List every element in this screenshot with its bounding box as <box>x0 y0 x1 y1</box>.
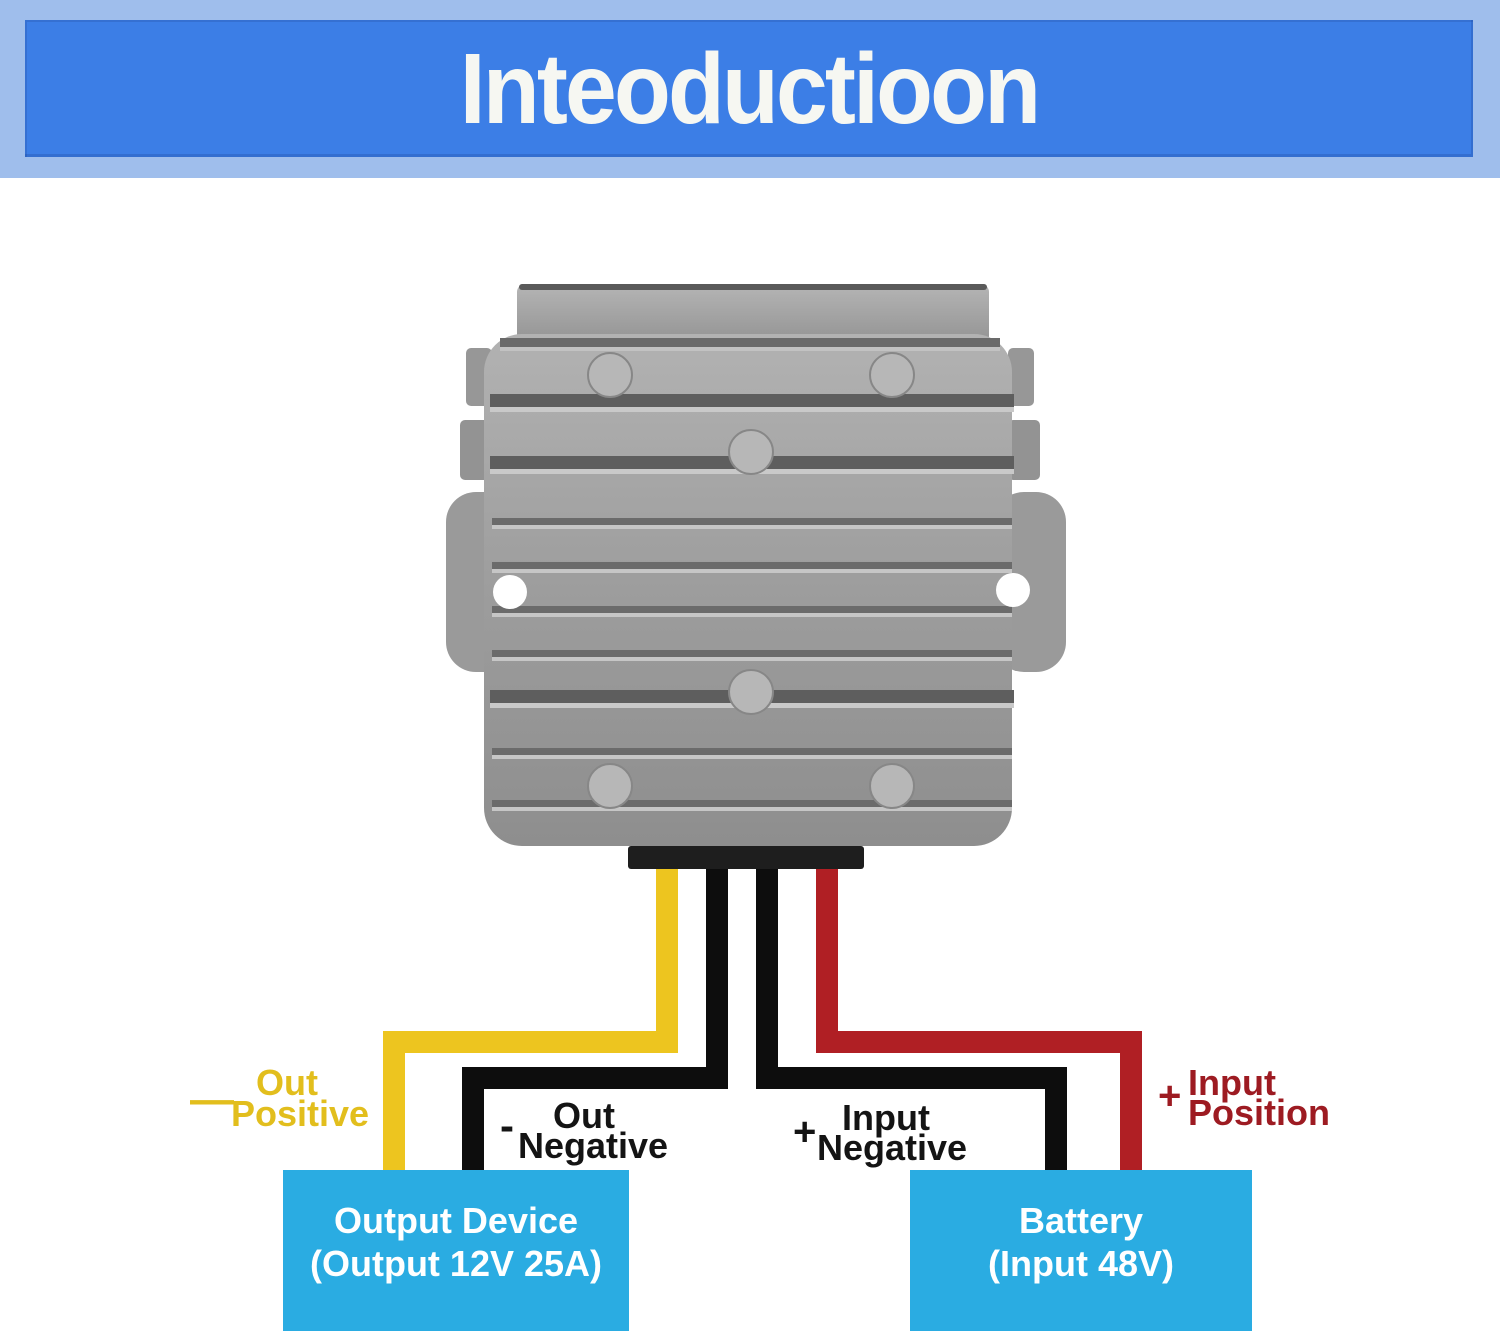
minus-sign-icon: — <box>190 1075 234 1124</box>
label-input-negative: + Input Negative <box>793 1097 968 1168</box>
wire-input-position <box>816 858 1142 1175</box>
converter-device <box>446 284 1066 846</box>
page-title: Inteoductioon <box>459 32 1041 145</box>
left-mounting-hole <box>493 575 527 609</box>
header-band: Inteoductioon <box>0 0 1500 178</box>
label-input-position: + Input Position <box>1158 1062 1330 1133</box>
rivet <box>587 763 633 809</box>
right-mounting-hole <box>996 573 1030 607</box>
wire-connector-block <box>628 846 864 869</box>
plus-sign-icon: + <box>793 1110 817 1154</box>
header-panel: Inteoductioon <box>25 20 1473 157</box>
top-fin-block <box>517 284 989 344</box>
rivet <box>869 352 915 398</box>
wire-input-negative <box>756 858 1067 1175</box>
battery-box: Battery (Input 48V) <box>910 1170 1252 1331</box>
rivet <box>587 352 633 398</box>
minus-sign-icon: - <box>500 1102 514 1149</box>
output-device-box: Output Device (Output 12V 25A) <box>283 1170 629 1331</box>
rivet <box>869 763 915 809</box>
wire-out-negative <box>462 858 728 1175</box>
wire-out-positive <box>383 858 678 1175</box>
wires <box>383 858 1142 1175</box>
label-out-positive: — Out Positive <box>190 1062 370 1134</box>
plus-sign-icon: + <box>1158 1074 1182 1118</box>
rivet <box>728 429 774 475</box>
label-out-negative: - Out Negative <box>500 1095 669 1166</box>
rivet <box>728 669 774 715</box>
